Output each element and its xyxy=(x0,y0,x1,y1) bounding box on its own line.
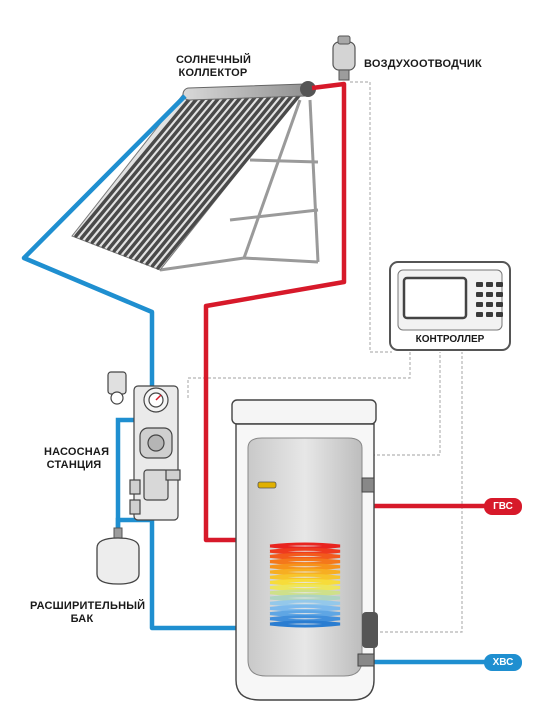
coil-loop xyxy=(269,599,341,607)
coil-loop xyxy=(269,547,341,555)
collector-tube xyxy=(145,90,290,266)
solar-collector-icon xyxy=(71,81,320,272)
hot-water-badge: ГВС xyxy=(493,501,513,512)
collector-tube xyxy=(85,93,209,242)
boiler-tank-icon xyxy=(231,399,378,701)
coil-loop xyxy=(269,594,341,602)
coil-loop xyxy=(269,563,341,571)
signal-line-collector xyxy=(350,81,392,353)
air-vent-icon xyxy=(332,35,356,81)
collector-tube xyxy=(79,94,202,240)
cold-water-badge: ХВС xyxy=(492,657,514,668)
coil-loop xyxy=(269,604,341,612)
coil-loop xyxy=(269,620,341,628)
signal-lines xyxy=(187,81,463,633)
coil-loop xyxy=(269,589,341,597)
collector-tube xyxy=(90,93,216,245)
collector-tube xyxy=(74,94,194,238)
coil-loop xyxy=(269,568,341,576)
pump-station-icon xyxy=(107,371,181,521)
collector-tube xyxy=(123,91,260,257)
collector-label-line-2: КОЛЛЕКТОР xyxy=(178,67,248,79)
expansion-tank-label-line-1: РАСШИРИТЕЛЬНЫЙ xyxy=(30,600,146,612)
pump-station-label-line-1: НАСОСНАЯ xyxy=(44,446,110,458)
collector-tube xyxy=(101,92,231,249)
coil-loop xyxy=(269,584,341,592)
pump-station-label: НАСОСНАЯ СТАНЦИЯ xyxy=(44,446,110,472)
signal-line-pump xyxy=(187,352,411,398)
coil-loop xyxy=(269,552,341,560)
coil-loop xyxy=(269,610,341,618)
coil-loop xyxy=(269,615,341,623)
hot-water-badge-bg xyxy=(484,498,522,515)
collector-tube xyxy=(150,90,297,268)
hot-supply-pipe xyxy=(203,81,347,543)
collector-tube xyxy=(118,92,253,255)
collector-tube xyxy=(139,91,282,264)
collector-label-line-1: СОЛНЕЧНЫЙ xyxy=(176,54,252,66)
collector-tube xyxy=(128,91,268,260)
coil-loop xyxy=(269,542,341,550)
coil-loop xyxy=(269,573,341,581)
signal-line-tank-top xyxy=(372,352,441,456)
signal-line-tank-bottom xyxy=(380,352,463,633)
controller-icon xyxy=(389,261,511,351)
pump-station-label-line-2: СТАНЦИЯ xyxy=(46,459,102,471)
expansion-tank-label: РАСШИРИТЕЛЬНЫЙ БАК xyxy=(30,600,146,626)
collector-tube xyxy=(134,91,275,262)
heat-exchanger-coil xyxy=(269,542,341,628)
coil-loop xyxy=(269,558,341,566)
collector-tube xyxy=(107,92,238,251)
collector-label: СОЛНЕЧНЫЙ КОЛЛЕКТОР xyxy=(176,54,252,80)
expansion-tank-icon xyxy=(96,527,140,585)
cold-water-badge-bg xyxy=(484,654,522,671)
expansion-tank-label-line-2: БАК xyxy=(70,613,94,625)
collector-tube xyxy=(156,90,304,270)
air-vent-label: ВОЗДУХООТВОДЧИК xyxy=(364,58,482,70)
coil-loop xyxy=(269,578,341,586)
collector-tube xyxy=(112,92,246,253)
controller-label: КОНТРОЛЛЕР xyxy=(415,334,485,345)
collector-tube xyxy=(96,93,224,247)
